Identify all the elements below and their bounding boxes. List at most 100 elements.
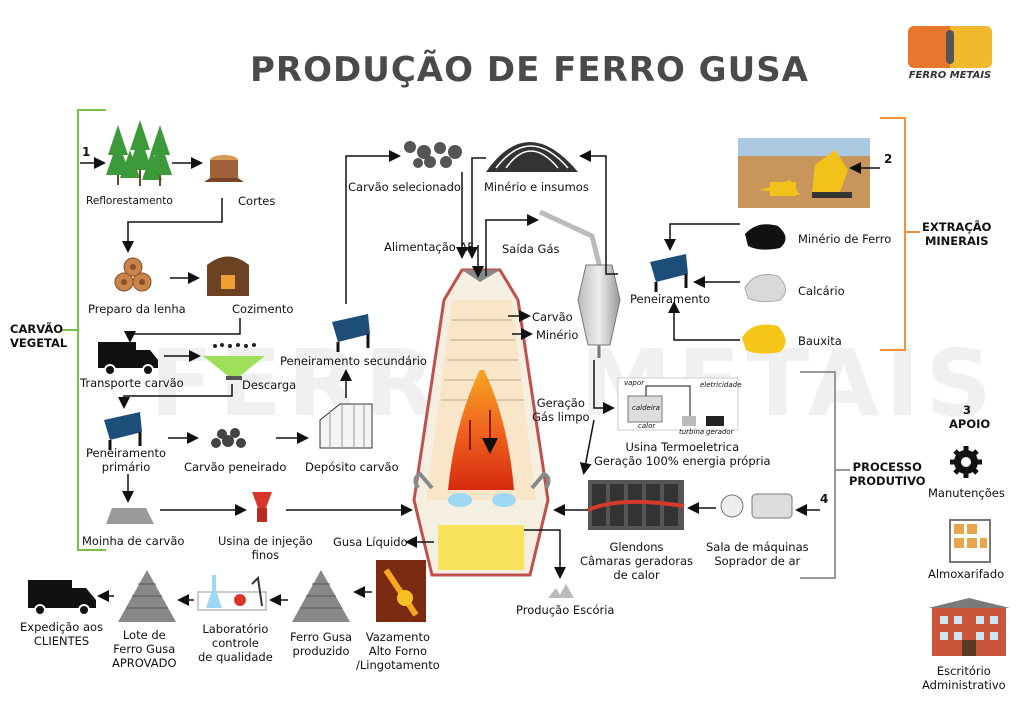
blower-icon <box>720 493 793 519</box>
arrow-gas-out <box>485 214 539 276</box>
coal-selected-icon <box>404 141 462 168</box>
section-carvao-vegetal: CARVÃO VEGETAL <box>10 322 68 350</box>
arrow-furnace-to-escoria <box>524 529 566 579</box>
label-minerio-ferro: Minério de Ferro <box>798 232 892 246</box>
screen-icon-primary <box>104 412 142 450</box>
arrow-ferro-to-screen <box>664 223 740 251</box>
iron-ore-icon <box>745 224 786 250</box>
approved-lot-icon <box>118 570 176 622</box>
label-deposito-carvao: Depósito carvão <box>305 460 399 474</box>
label-sala-maquinas: Sala de máquinas Soprador de ar <box>706 540 809 568</box>
screen-icon-secondary <box>332 314 370 352</box>
label-producao-escoria: Produção Escória <box>516 603 615 617</box>
arrow-screen-to-minerio <box>579 150 618 275</box>
thermo-label-gerador: gerador <box>706 428 734 436</box>
tree-icon <box>106 120 172 186</box>
gear-icon <box>950 446 982 478</box>
arrow-minerio-to-furnace <box>466 157 486 259</box>
arrow-gas-to-glendons <box>579 419 595 475</box>
bracket-carvao-vegetal <box>62 109 106 551</box>
arrow-cortes-to-lenha <box>122 198 223 253</box>
office-building-icon <box>928 598 1010 656</box>
logo-right-block <box>950 26 992 68</box>
label-calcario: Calcário <box>798 284 845 298</box>
label-glendons: Glendons Câmaras geradoras de calor <box>580 540 694 582</box>
arrow-descarga-to-screen <box>118 384 233 409</box>
label-minerio: Minério <box>536 328 579 342</box>
mining-photo <box>738 138 870 208</box>
section-apoio-number: 3 <box>963 403 972 417</box>
coal-pile-icon <box>211 428 246 448</box>
label-peneiramento: Peneiramento <box>630 292 711 306</box>
lab-icon <box>197 575 267 611</box>
label-expedicao: Expedição aos CLIENTES <box>20 620 104 648</box>
pig-iron-pile-icon <box>292 570 350 622</box>
slag-icon <box>548 584 574 598</box>
arrow-cozimento-to-truck <box>124 318 241 343</box>
label-carvao: Carvão <box>532 310 573 324</box>
label-preparo-lenha: Preparo da lenha <box>88 302 186 316</box>
label-manutencoes: Manutenções <box>928 486 1005 500</box>
logo-left-block <box>908 26 950 68</box>
truck-icon <box>98 342 158 376</box>
label-cortes: Cortes <box>238 194 276 208</box>
label-escritorio: Escritório Administrativo <box>922 664 1006 692</box>
label-transporte-carvao: Transporte carvão <box>80 376 184 390</box>
funnel-icon <box>203 343 265 380</box>
label-bauxita: Bauxita <box>798 334 842 348</box>
label-minerio-insumos: Minério e insumos <box>484 180 589 194</box>
screen-icon-minerals <box>650 254 688 292</box>
logo-bar <box>946 30 954 64</box>
fines-pile-icon <box>106 508 154 524</box>
step-number-1: 1 <box>82 145 91 159</box>
label-moinha-carvao: Moinha de carvão <box>82 534 185 548</box>
arrow-bauxita-to-screen <box>668 301 740 341</box>
bauxite-icon <box>742 324 786 354</box>
blast-furnace-icon <box>412 268 551 577</box>
label-cozimento: Cozimento <box>232 302 294 316</box>
label-usina-termoeletrica: Usina Termoeletrica Geração 100% energia… <box>594 440 771 468</box>
thermo-label-calor: calor <box>638 422 656 430</box>
bracket-extracao <box>880 117 920 351</box>
stump-icon <box>204 155 244 182</box>
section-processo: PROCESSO PRODUTIVO <box>849 460 926 488</box>
label-geracao-gas: Geração Gás limpo <box>532 396 590 424</box>
label-vazamento: Vazamento Alto Forno /Lingotamento <box>356 630 440 672</box>
client-truck-icon <box>28 580 96 616</box>
label-laboratorio: Laboratório controle de qualidade <box>198 622 273 664</box>
arrow-tower-to-thermo <box>593 360 615 414</box>
thermo-plant-icon <box>617 377 739 431</box>
label-ferro-gusa-produzido: Ferro Gusa produzido <box>290 630 352 658</box>
shed-icon <box>319 403 373 449</box>
kiln-icon <box>207 256 249 296</box>
company-logo: FERRO METAIS <box>906 26 994 86</box>
thermo-label-caldeira: caldeira <box>632 404 660 412</box>
label-carvao-selecionado: Carvão selecionado <box>348 180 461 194</box>
page-title: PRODUÇÃO DE FERRO GUSA <box>250 50 809 90</box>
bracket-processo <box>800 371 850 579</box>
label-descarga: Descarga <box>242 378 297 392</box>
label-almoxarifado: Almoxarifado <box>928 567 1005 581</box>
logo-text: FERRO METAIS <box>908 70 992 81</box>
thermo-label-vapor: vapor <box>624 379 645 387</box>
label-saida-gas: Saída Gás <box>502 242 560 256</box>
logs-icon <box>114 257 152 292</box>
pouring-photo <box>376 560 426 622</box>
limestone-icon <box>744 274 786 303</box>
label-reflorestamento: Reflorestamento <box>86 195 173 207</box>
injection-icon <box>252 492 272 522</box>
shelf-icon <box>949 519 991 563</box>
label-alimentacao-af: Alimentação AF <box>384 240 474 254</box>
gas-tower-icon <box>538 209 621 358</box>
step-number-2: 2 <box>884 152 893 166</box>
thermo-label-eletricidade: eletricidade <box>700 381 742 389</box>
glendons-icon <box>587 480 685 530</box>
arrow-secundario-to-selecionado <box>345 150 401 304</box>
ore-heap-icon <box>486 142 578 172</box>
section-apoio: APOIO <box>949 417 991 431</box>
label-lote: Lote de Ferro Gusa APROVADO <box>112 628 177 670</box>
label-peneiramento-secundario: Peneiramento secundário <box>280 354 427 368</box>
label-gusa-liquido: Gusa Líquido <box>333 535 408 549</box>
thermo-label-turbina: turbina <box>679 428 705 436</box>
